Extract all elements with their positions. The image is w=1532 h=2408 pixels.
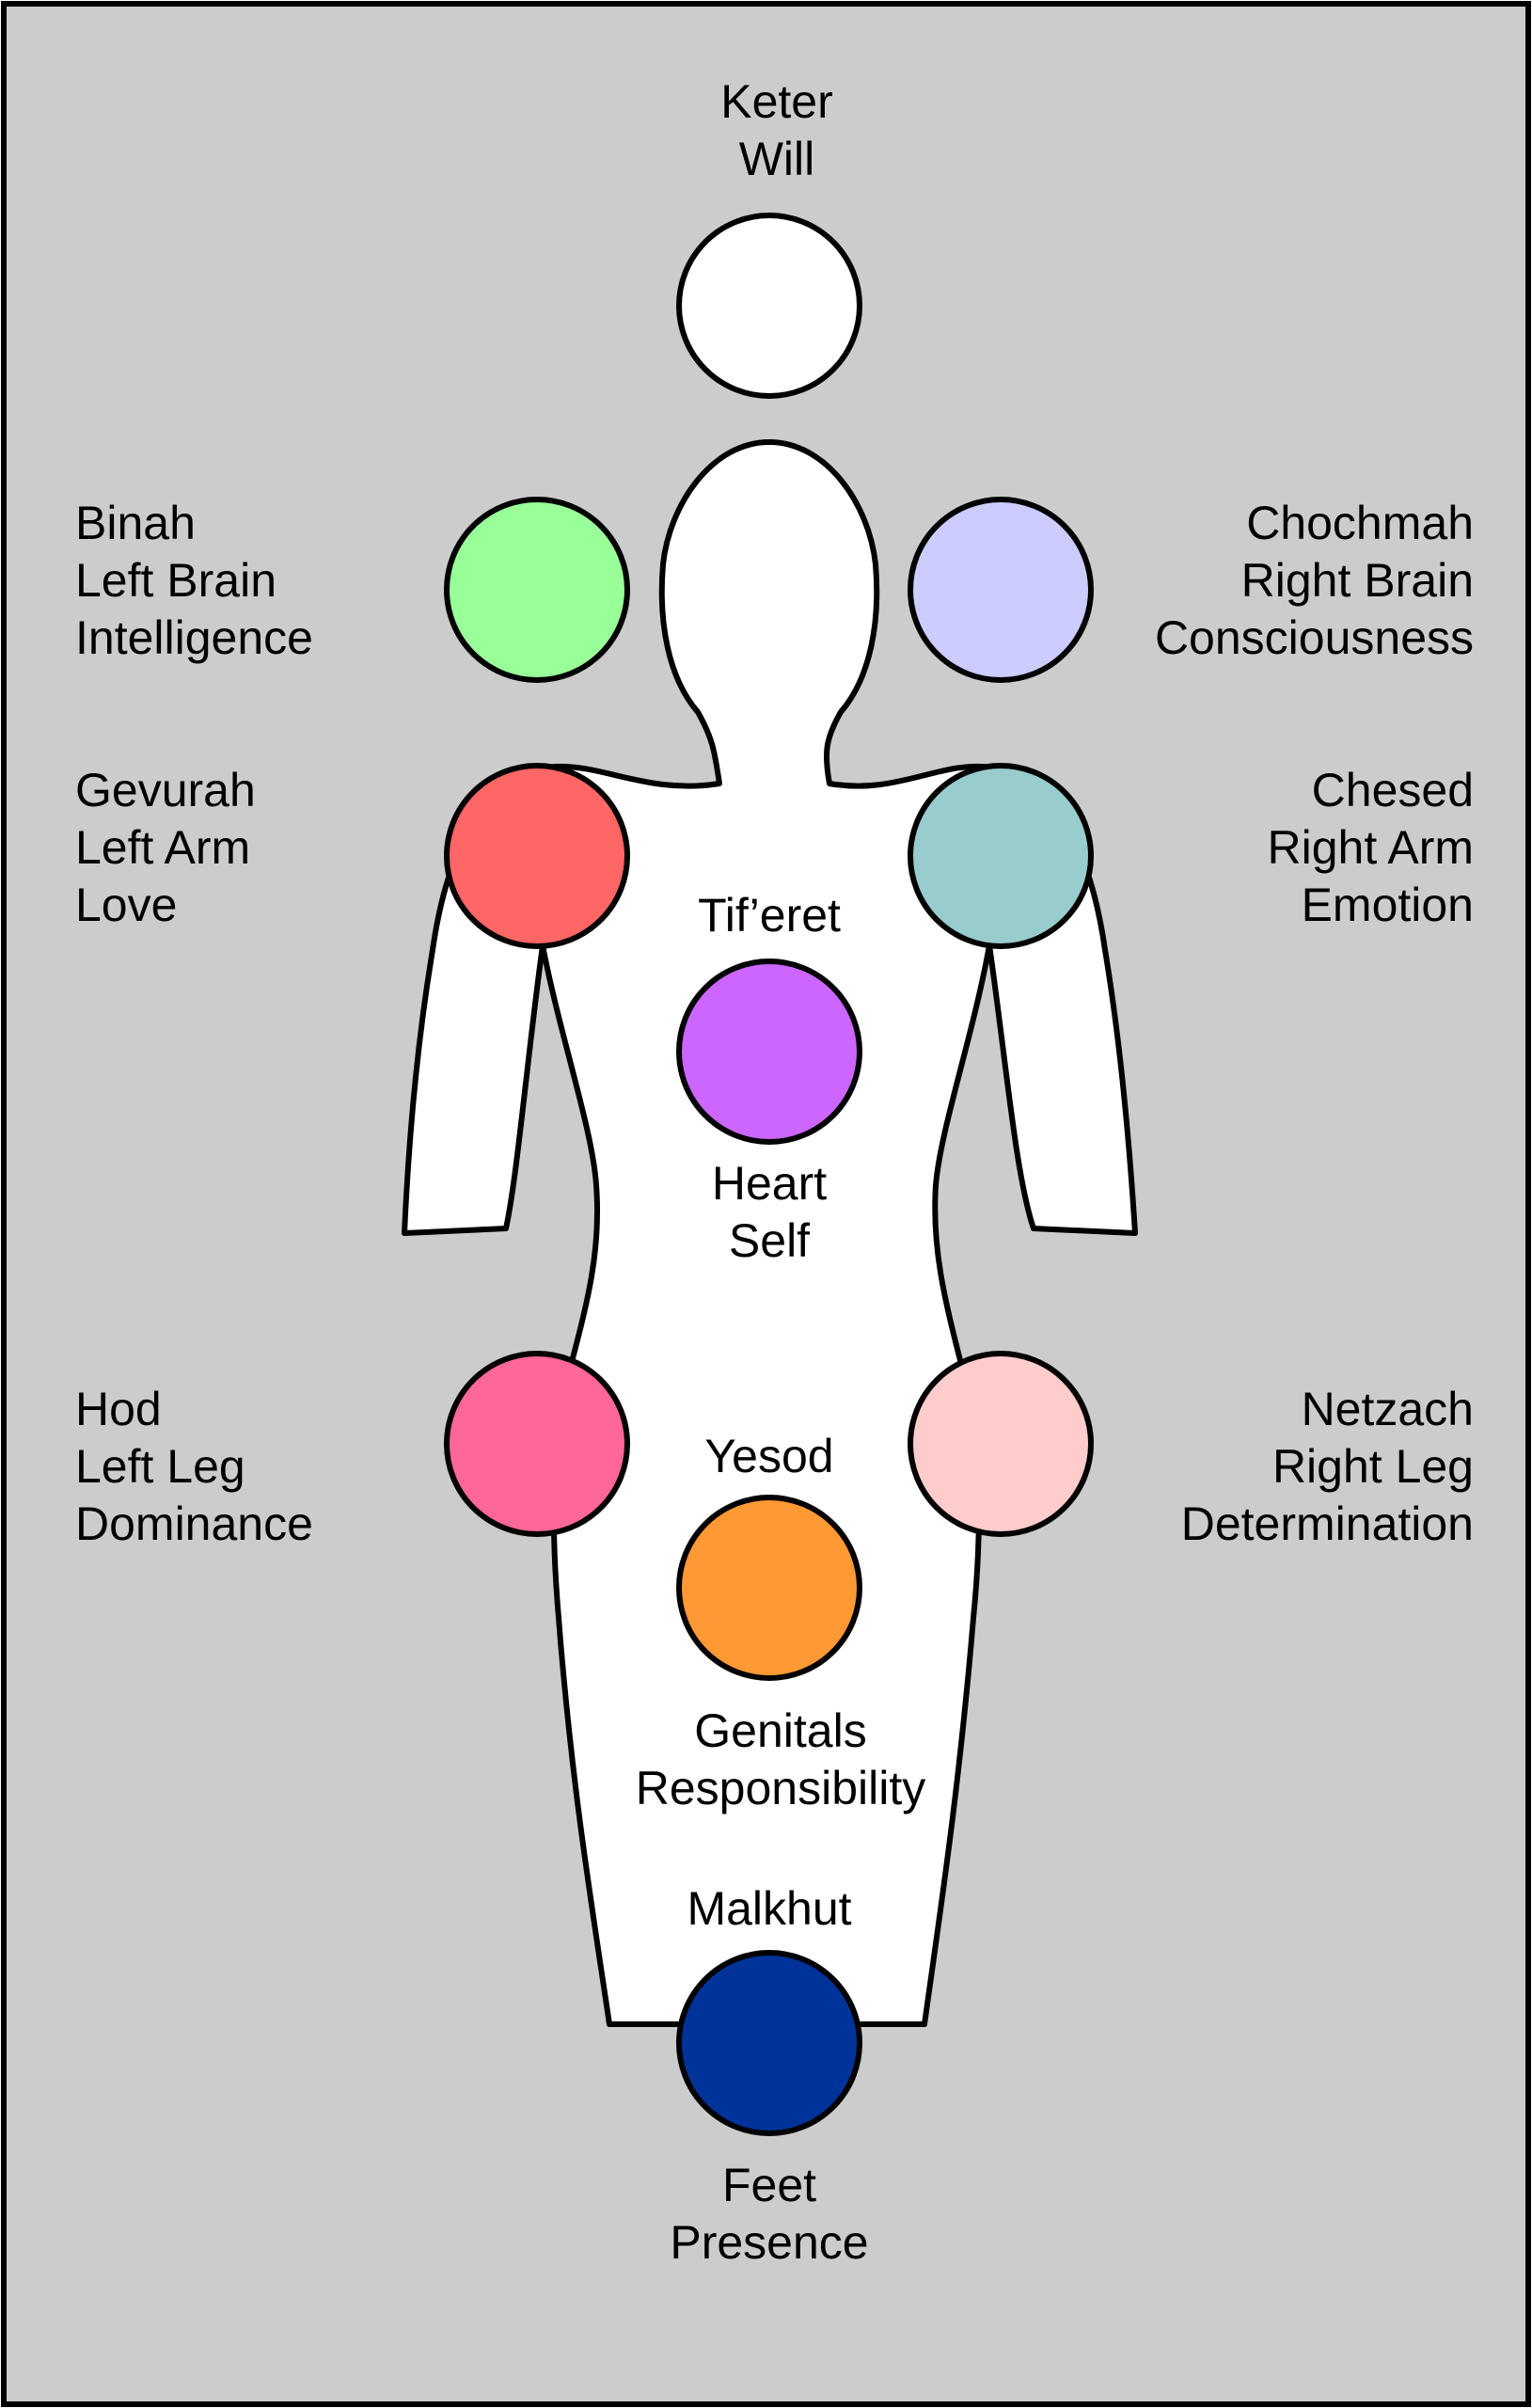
gevurah-label-line-2: Left Arm xyxy=(75,821,250,874)
gevurah-label-line-3: Love xyxy=(75,879,177,931)
hod-label-line-1: Hod xyxy=(75,1383,162,1435)
yesod-sublabel-line-2: Responsibility xyxy=(636,1762,925,1814)
chesed-label-line-1: Chesed xyxy=(1312,764,1474,816)
hod-circle-icon xyxy=(444,1351,630,1537)
hod-label-line-3: Dominance xyxy=(75,1497,313,1550)
hod-label-line-2: Left Leg xyxy=(75,1440,245,1493)
chesed-circle-icon xyxy=(908,763,1094,949)
tiferet-circle-icon xyxy=(676,958,862,1145)
chochmah-label-line-2: Right Brain xyxy=(1241,554,1474,607)
netzach-label-line-3: Determination xyxy=(1181,1497,1474,1550)
keter-circle-icon xyxy=(676,213,862,399)
chochmah-circle-icon xyxy=(908,497,1094,683)
yesod-label-line-1: Yesod xyxy=(704,1430,833,1482)
chesed-label-line-3: Emotion xyxy=(1302,879,1474,931)
chesed-label-line-2: Right Arm xyxy=(1267,821,1474,874)
keter-label-line-2: Will xyxy=(739,133,815,185)
binah-label-line-3: Intelligence xyxy=(75,611,313,664)
chochmah-label-line-3: Consciousness xyxy=(1155,611,1474,664)
netzach-label-line-2: Right Leg xyxy=(1272,1440,1474,1493)
gevurah-circle-icon xyxy=(444,763,630,949)
malkhut-circle-icon xyxy=(676,1950,862,2136)
tiferet-sublabel-line-1: Heart xyxy=(712,1157,827,1210)
yesod-circle-icon xyxy=(676,1495,862,1681)
binah-circle-icon xyxy=(444,497,630,683)
netzach-label-line-1: Netzach xyxy=(1302,1383,1474,1435)
binah-label-line-1: Binah xyxy=(75,497,196,549)
sefirot-circles xyxy=(444,213,1094,2136)
malkhut-label-line-1: Malkhut xyxy=(687,1882,851,1935)
chochmah-label-line-1: Chochmah xyxy=(1246,497,1474,549)
yesod-sublabel-line-1: Genitals xyxy=(694,1704,866,1757)
binah-label-line-2: Left Brain xyxy=(75,554,276,607)
tiferet-sublabel-line-2: Self xyxy=(729,1214,810,1267)
netzach-circle-icon xyxy=(908,1351,1094,1537)
keter-label-line-1: Keter xyxy=(720,75,833,128)
malkhut-sublabel-line-2: Presence xyxy=(670,2216,868,2269)
malkhut-sublabel-line-1: Feet xyxy=(722,2159,816,2211)
tiferet-label-line-1: Tif’eret xyxy=(698,889,841,942)
gevurah-label-line-1: Gevurah xyxy=(75,764,256,816)
